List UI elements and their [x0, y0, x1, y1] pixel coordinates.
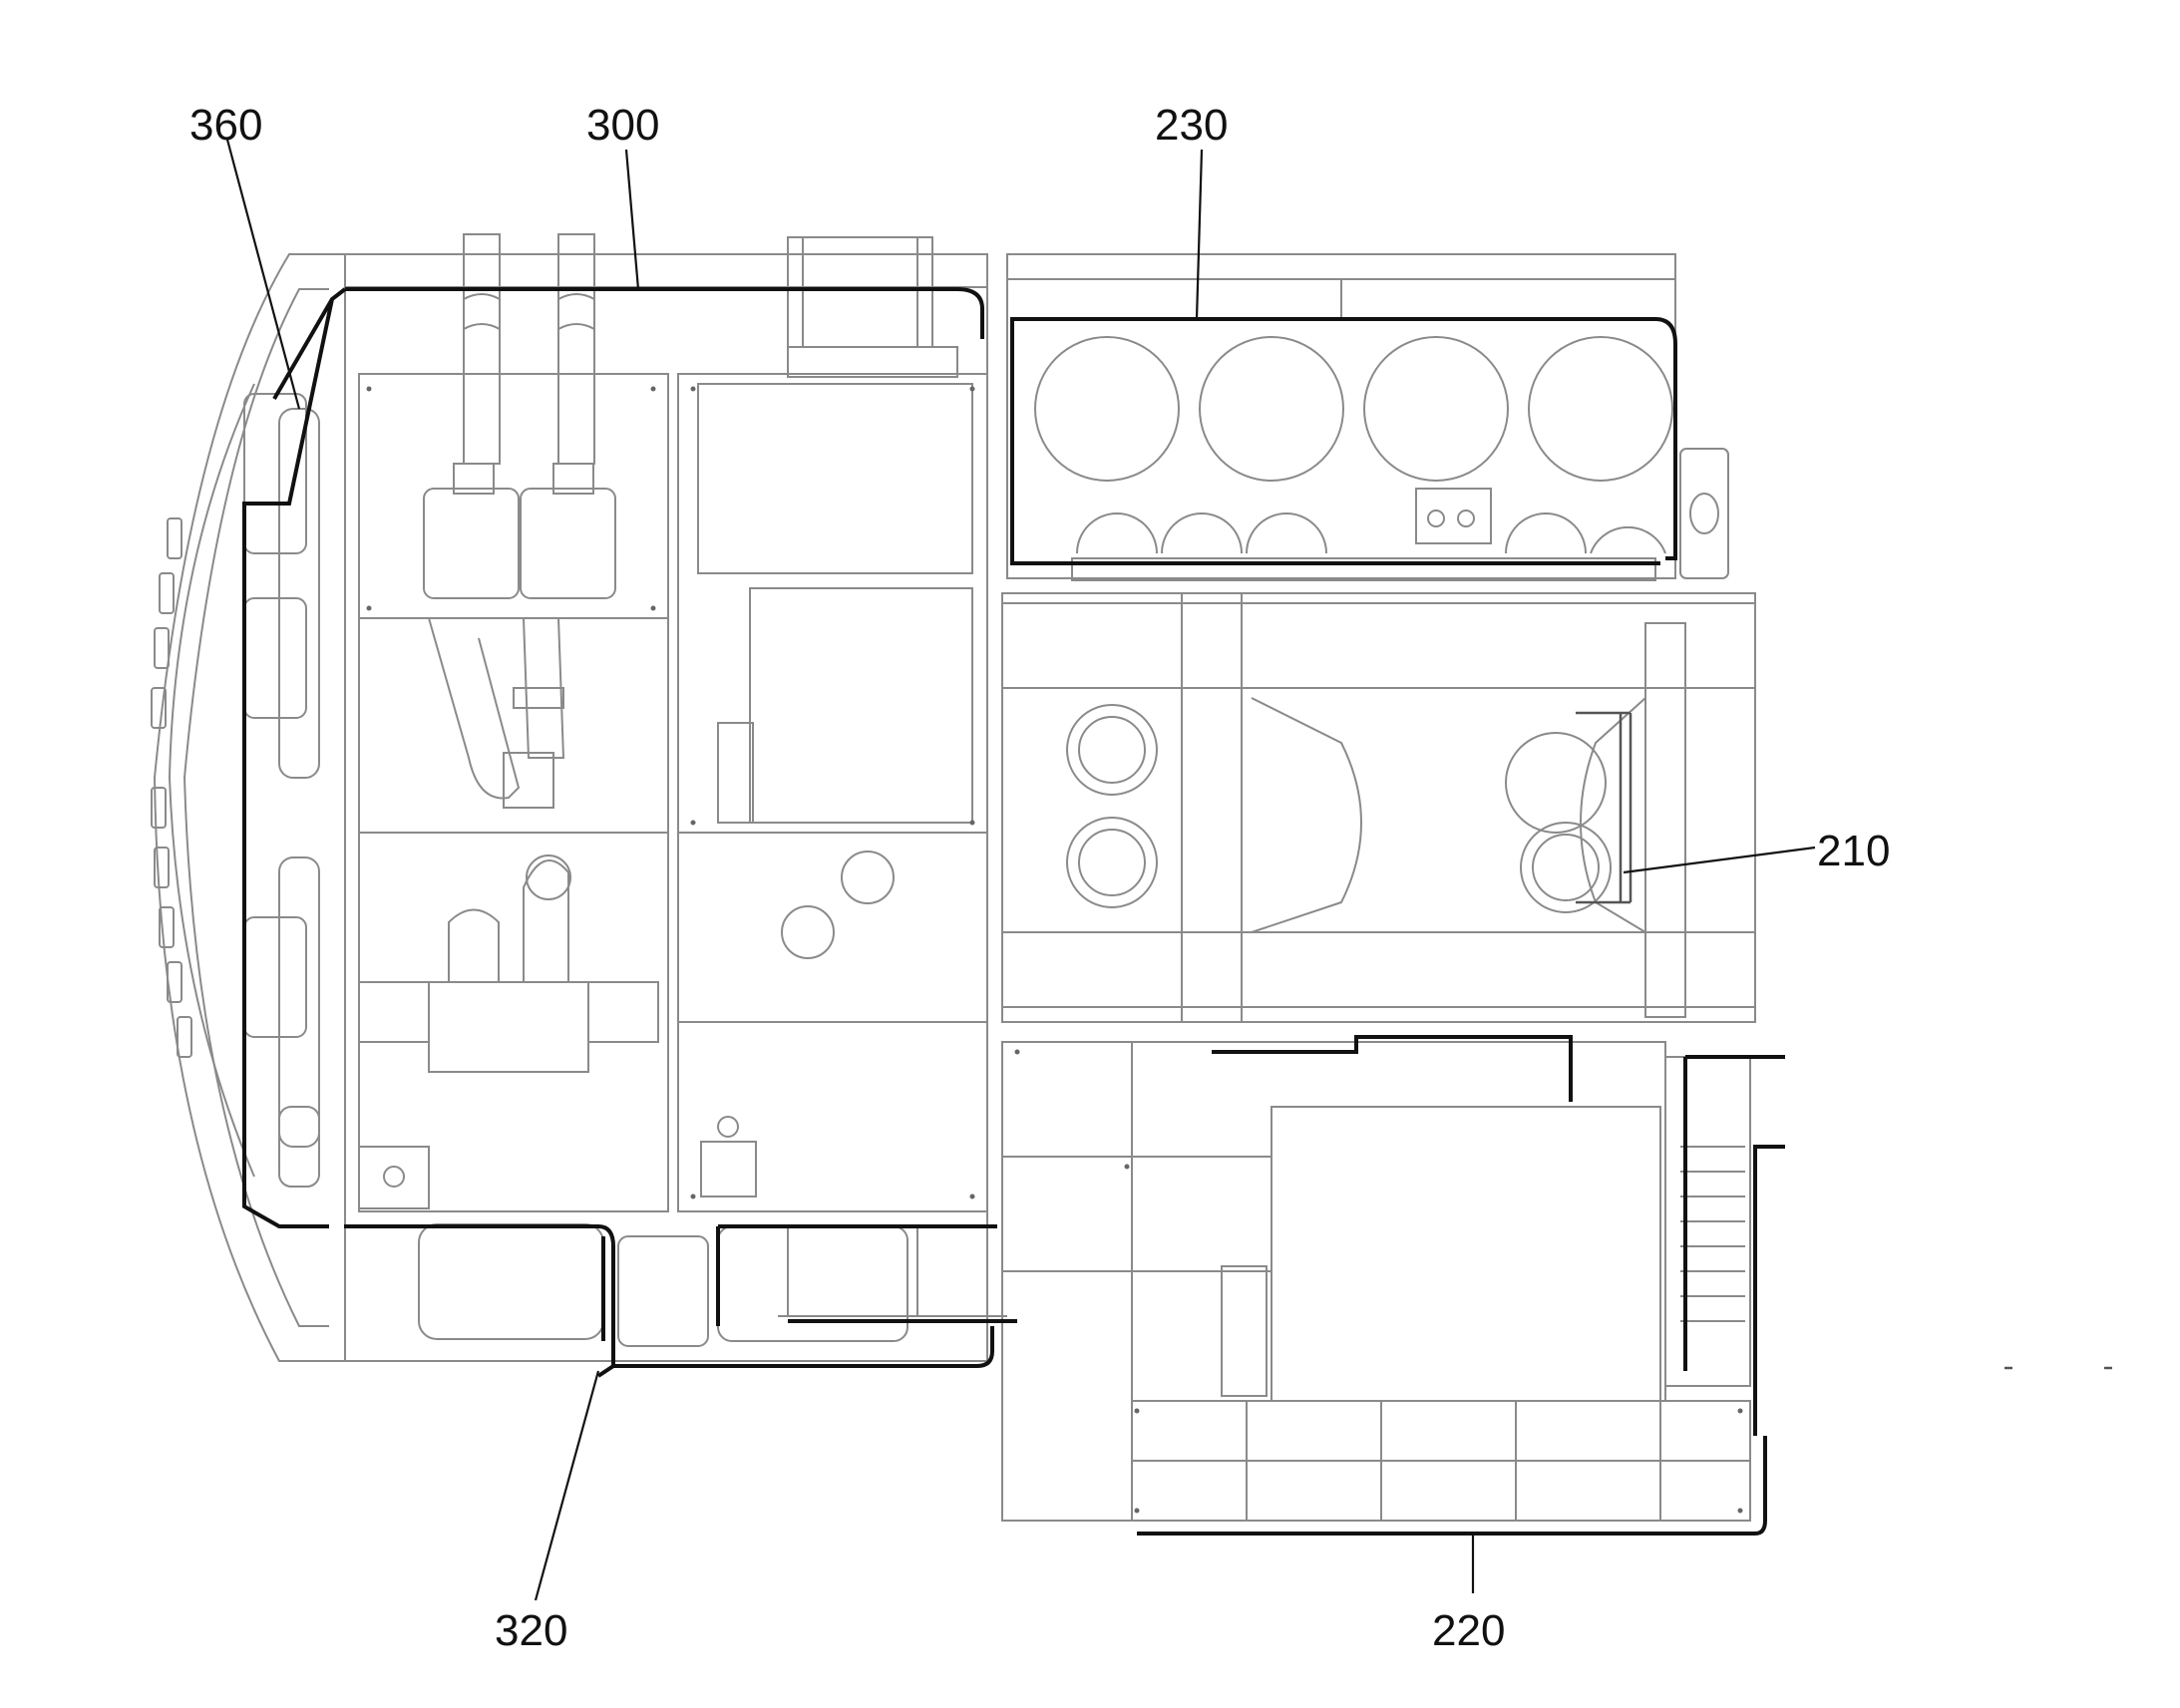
- left-compartment: [344, 233, 988, 1362]
- leader-210: [1623, 846, 1816, 874]
- bottom-tanks: [418, 1223, 1007, 1347]
- muffler-assembly: [358, 854, 659, 1209]
- stair-steps: [1664, 1056, 1751, 1387]
- leader-230: [1195, 149, 1204, 320]
- exhaust-stacks: [423, 233, 616, 809]
- front-nose-section: [151, 253, 345, 1362]
- drive-compartment: [1001, 592, 1756, 1023]
- leader-300: [624, 149, 640, 290]
- ref-label-230: 230: [1155, 101, 1228, 150]
- vent-slots: [151, 517, 192, 1058]
- ref-label-210: 210: [1817, 827, 1890, 875]
- ref-label-320: 320: [495, 1606, 567, 1655]
- ref-label-220: 220: [1432, 1606, 1505, 1655]
- lower-right-compartment: [1001, 1041, 1751, 1522]
- leader-320: [534, 1370, 600, 1601]
- reference-labels: 360 300 230 210 320 220: [189, 101, 1890, 1655]
- top-duct: [787, 236, 958, 378]
- ref-label-300: 300: [586, 101, 659, 150]
- fastener-dots: [366, 386, 1743, 1514]
- wiring-harness: [242, 287, 1785, 1536]
- ref-label-360: 360: [189, 101, 262, 150]
- tank-compartment: [1006, 253, 1729, 581]
- leader-lines: [225, 139, 1816, 1601]
- leader-360: [225, 139, 301, 410]
